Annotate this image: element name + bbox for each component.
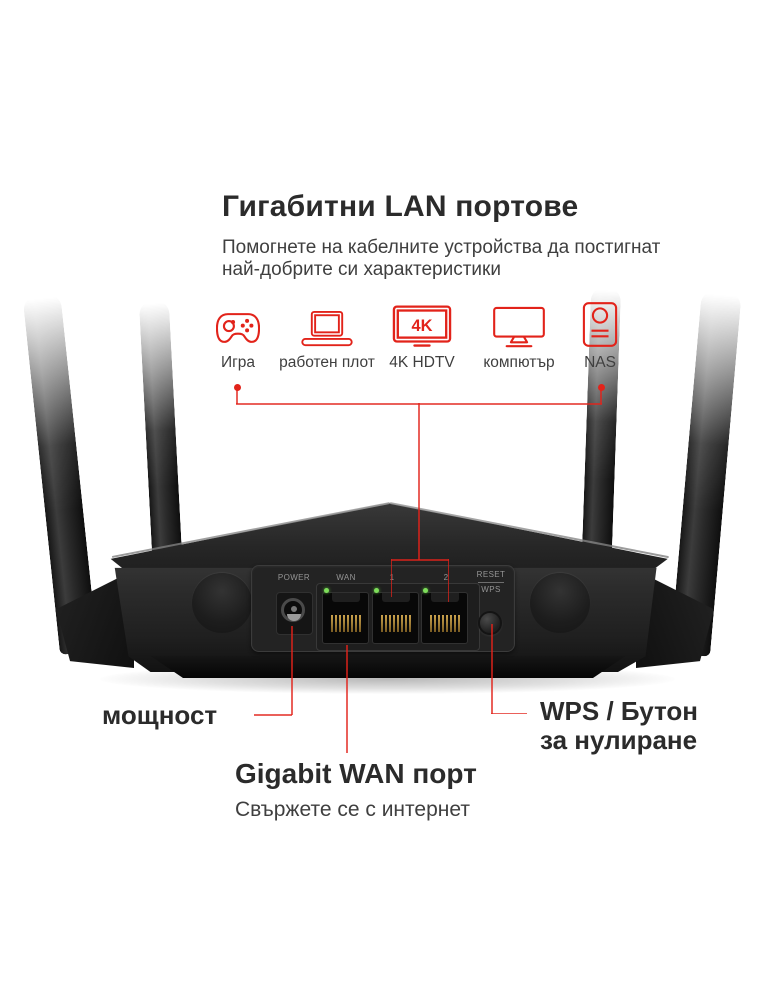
wan-callout-vertical — [346, 645, 348, 753]
wan-port — [322, 592, 369, 644]
device-computer: компютър — [469, 298, 569, 372]
connector-fork-lan1 — [390, 559, 392, 597]
gamepad-icon — [188, 298, 288, 348]
wps-callout-label: WPS / Бутон за нулиране — [540, 697, 698, 755]
power-callout-label: мощност — [102, 700, 218, 730]
power-jack-pin — [291, 606, 297, 612]
power-jack-highlight — [287, 614, 301, 621]
wps-callout-vertical — [491, 624, 493, 714]
connector-stub-left — [236, 387, 238, 404]
nas-icon — [560, 298, 640, 348]
device-label-4k: 4K HDTV — [389, 354, 455, 371]
wan-port-pins — [330, 615, 361, 632]
device-4k-tv: 4K 4K HDTV — [372, 298, 472, 372]
wan-led-indicator — [324, 588, 329, 593]
device-game: Игра — [188, 298, 288, 372]
device-laptop: работен плот — [267, 298, 387, 372]
power-callout-vertical — [291, 626, 293, 715]
wps-callout-line-1: WPS / Бутон — [540, 696, 698, 726]
device-label-computer: компютър — [483, 354, 555, 371]
power-jack — [276, 592, 313, 635]
page-subtitle: Помогнете на кабелните устройства да пос… — [222, 237, 660, 281]
connector-fork-horizontal — [390, 559, 449, 561]
lan2-led-indicator — [423, 588, 428, 593]
subtitle-line-2: най-добрите си характеристики — [222, 259, 501, 280]
reset-label: RESET — [476, 570, 506, 579]
lan1-port — [372, 592, 419, 644]
connector-dot-left — [233, 383, 241, 391]
device-label-laptop: работен плот — [279, 354, 375, 371]
lan2-port-pins — [429, 615, 460, 632]
antenna-hinge-left — [192, 573, 252, 633]
lan2-port-label: 2 — [443, 573, 449, 582]
wps-callout-horizontal — [491, 712, 527, 714]
page-title: Гигабитни LAN портове — [222, 190, 579, 223]
connector-stub-right — [600, 387, 602, 404]
wan-callout-subtitle: Свържете се с интернет — [235, 798, 470, 821]
power-port-label: POWER — [277, 573, 311, 582]
antenna-hinge-right — [530, 573, 590, 633]
lan2-port — [421, 592, 468, 644]
monitor-icon — [469, 298, 569, 348]
laptop-icon — [267, 298, 387, 348]
lan1-led-indicator — [374, 588, 379, 593]
wan-port-label: WAN — [336, 573, 356, 582]
wps-callout-line-2: за нулиране — [540, 725, 698, 755]
subtitle-line-1: Помогнете на кабелните устройства да пос… — [222, 237, 661, 258]
reset-wps-divider — [478, 582, 504, 583]
connector-dot-right — [597, 383, 605, 391]
lan1-port-pins — [380, 615, 411, 632]
wan-callout-title: Gigabit WAN порт — [235, 758, 477, 789]
connector-center-vertical — [418, 403, 420, 560]
wps-label: WPS — [481, 585, 501, 594]
lan1-port-label: 1 — [370, 573, 414, 582]
power-callout-horizontal — [254, 714, 292, 716]
wps-reset-button — [478, 611, 502, 635]
device-label-nas: NAS — [584, 354, 616, 371]
connector-fork-lan2 — [447, 559, 449, 602]
device-nas: NAS — [560, 298, 640, 372]
tv-4k-icon: 4K — [372, 298, 472, 348]
device-label-game: Игра — [220, 354, 256, 371]
router-base — [150, 656, 626, 678]
tv-4k-badge: 4K — [411, 317, 432, 335]
